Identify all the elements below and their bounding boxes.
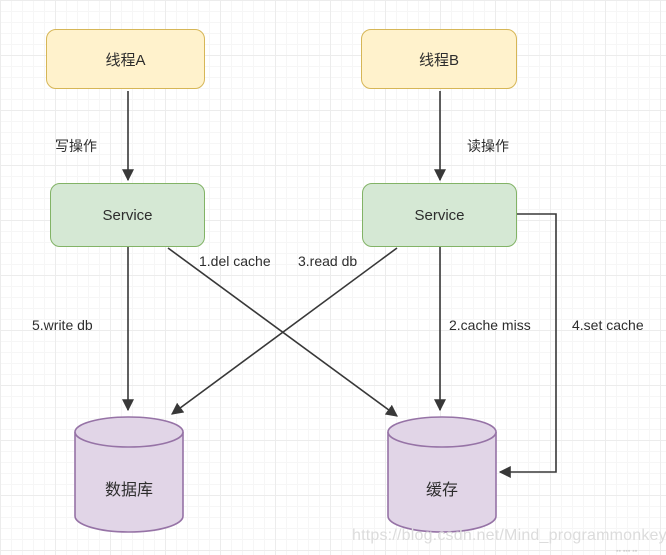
edge-label-write-op: 写操作 [55,138,97,154]
node-thread-a: 线程A [46,29,205,89]
edge-label-read-op: 读操作 [467,138,509,154]
edge-read-db [171,247,398,415]
watermark-url: https://blog.csdn.net/Mind_programmonkey [352,527,666,544]
node-thread-b: 线程B [361,29,517,89]
edge-label-del-cache: 1.del cache [199,253,271,269]
node-service-left: Service [50,183,205,247]
edge-label-read-db: 3.read db [298,253,358,269]
cache-cylinder-shape [387,416,497,533]
edge-label-set-cache: 4.set cache [572,317,644,333]
edge-set-cache [498,213,557,478]
corner-watermark-fragment: ▪▪ ▪▪▪ ▪▪ [616,548,638,555]
node-service-right-label: Service [414,206,465,224]
node-database: 数据库 [73,414,185,539]
node-service-right: Service [362,183,517,247]
node-cache: 缓存 [386,414,498,539]
node-service-left-label: Service [102,206,153,224]
edge-label-cache-miss: 2.cache miss [449,317,531,333]
database-cylinder-shape [74,416,184,533]
node-thread-b-label: 线程B [418,51,459,69]
node-database-label: 数据库 [104,482,153,499]
node-cache-label: 缓存 [425,482,458,499]
edge-label-write-db: 5.write db [32,317,93,333]
node-thread-a-label: 线程A [105,51,146,69]
